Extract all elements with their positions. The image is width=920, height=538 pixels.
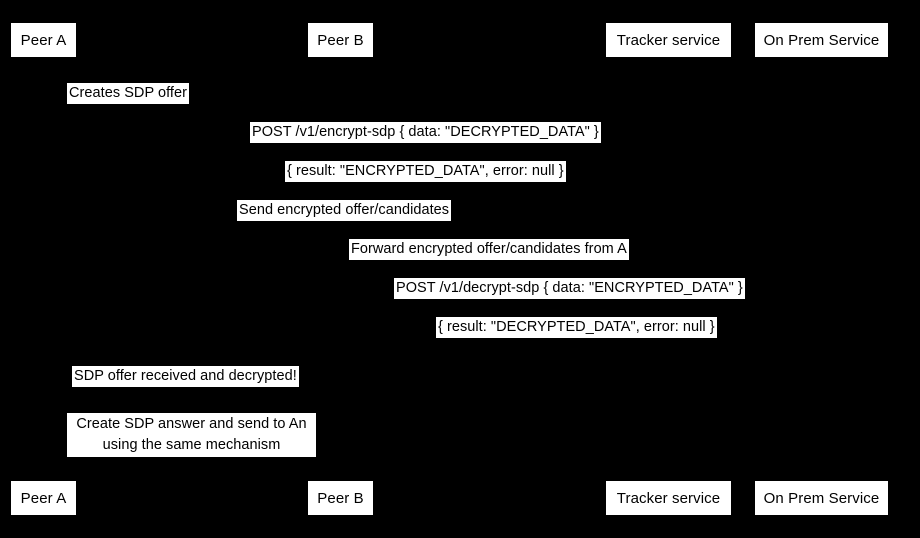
message-label-send-encrypted-offer: Send encrypted offer/candidates: [237, 200, 452, 221]
arrow-send-encrypted-offer: [43, 223, 668, 224]
participant-peer-b-top[interactable]: Peer B: [307, 22, 374, 58]
arrow-head-send-encrypted: [660, 219, 668, 227]
participant-peer-b-bottom[interactable]: Peer B: [307, 480, 374, 516]
arrow-head-post-encrypt-sdp: [813, 141, 821, 149]
message-label-sdp-offer-received: SDP offer received and decrypted!: [72, 366, 299, 387]
arrow-sdp-offer-received: [340, 388, 364, 389]
participant-label: Peer A: [20, 489, 67, 507]
lifeline-on-prem: [821, 58, 822, 480]
lifeline-peer-a: [43, 58, 44, 480]
participant-peer-a-bottom[interactable]: Peer A: [10, 480, 77, 516]
lifeline-peer-b: [340, 58, 341, 480]
participant-peer-a-top[interactable]: Peer A: [10, 22, 77, 58]
arrow-forward-encrypted-offer: [340, 262, 668, 263]
arrow-create-sdp-answer: [340, 446, 364, 447]
participant-label: Tracker service: [616, 489, 721, 507]
lifeline-tracker: [668, 58, 669, 480]
arrow-head-post-decrypt-sdp: [813, 297, 821, 305]
participant-label: Tracker service: [616, 31, 721, 49]
participant-label: On Prem Service: [763, 489, 880, 507]
message-label-encrypted-data-result: { result: "ENCRYPTED_DATA", error: null …: [285, 161, 566, 182]
message-label-create-sdp-answer: Create SDP answer and send to An using t…: [67, 413, 316, 457]
message-label-line-2: using the same mechanism: [102, 437, 281, 453]
arrow-decrypted-data-result: [340, 340, 821, 341]
arrow-post-decrypt-sdp: [340, 301, 821, 302]
arrow-head-forward: [340, 258, 348, 266]
participant-label: Peer A: [20, 31, 67, 49]
participant-on-prem-service-bottom[interactable]: On Prem Service: [754, 480, 889, 516]
arrow-post-encrypt-sdp: [43, 145, 821, 146]
message-label-post-decrypt-sdp: POST /v1/decrypt-sdp { data: "ENCRYPTED_…: [394, 278, 745, 299]
message-label-line-1: Create SDP answer and send to An: [76, 416, 307, 432]
arrow-head-encrypted-result: [43, 180, 51, 188]
participant-tracker-service-top[interactable]: Tracker service: [605, 22, 732, 58]
participant-tracker-service-bottom[interactable]: Tracker service: [605, 480, 732, 516]
participant-label: Peer B: [317, 31, 364, 49]
arrow-encrypted-data-result: [43, 184, 821, 185]
arrow-creates-sdp-offer: [43, 92, 67, 93]
participant-label: Peer B: [317, 489, 364, 507]
message-label-forward-encrypted-offer: Forward encrypted offer/candidates from …: [349, 239, 629, 260]
participant-on-prem-service-top[interactable]: On Prem Service: [754, 22, 889, 58]
message-label-creates-sdp-offer: Creates SDP offer: [67, 83, 189, 104]
message-label-post-encrypt-sdp: POST /v1/encrypt-sdp { data: "DECRYPTED_…: [250, 122, 601, 143]
arrow-head-decrypted-result: [340, 336, 348, 344]
participant-label: On Prem Service: [763, 31, 880, 49]
message-label-decrypted-data-result: { result: "DECRYPTED_DATA", error: null …: [436, 317, 717, 338]
